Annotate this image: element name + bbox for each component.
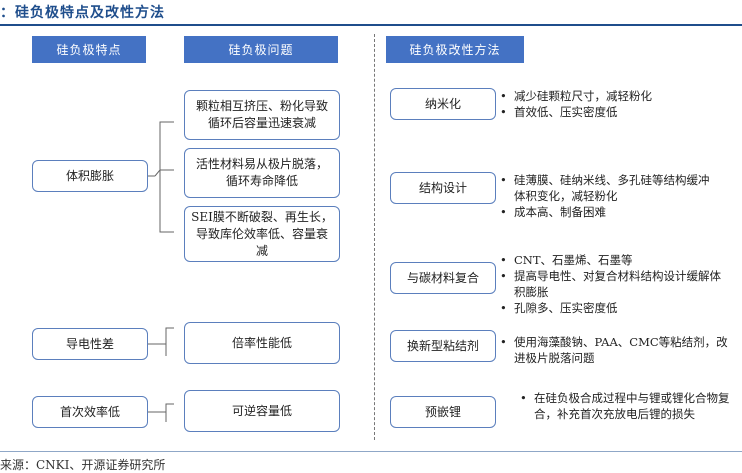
method-point: 提高导电性、对复合材料结构设计缓解体积膨胀 [500,268,732,300]
method-point: CNT、石墨烯、石墨等 [500,252,732,268]
method-structure-design: 结构设计 [390,172,496,204]
method-new-binder: 换新型粘结剂 [390,330,496,362]
feature-low-initial-efficiency: 首次效率低 [32,396,148,428]
footer-rule [0,451,742,452]
method-prelithiation: 预嵌锂 [390,396,496,428]
source-note: 来源：CNKI、开源证券研究所 [0,458,166,472]
problem-pulverization: 颗粒相互挤压、粉化导致循环后容量迅速衰减 [184,90,340,140]
problem-reversible-capacity: 可逆容量低 [184,390,340,432]
method-nanosizing: 纳米化 [390,88,496,120]
bracket-conductivity [148,327,174,356]
feature-volume-expansion: 体积膨胀 [32,160,148,192]
bracket-efficiency [148,403,174,422]
problem-material-detachment: 活性材料易从极片脱落，循环寿命降低 [184,148,340,198]
method-structure-design-points: 硅薄膜、硅纳米线、多孔硅等结构缓冲体积变化，减轻粉化 成本高、制备困难 [500,172,718,220]
method-new-binder-points: 使用海藻酸钠、PAA、CMC等粘结剂，改进极片脱落问题 [500,334,728,366]
method-prelithiation-points: 在硅负极合成过程中与锂或锂化合物复合，补充首次充放电后锂的损失 [520,390,732,422]
method-point: 硅薄膜、硅纳米线、多孔硅等结构缓冲体积变化，减轻粉化 [500,172,718,204]
problem-rate-performance: 倍率性能低 [184,322,340,364]
method-point: 使用海藻酸钠、PAA、CMC等粘结剂，改进极片脱落问题 [500,334,728,366]
header-methods: 硅负极改性方法 [386,36,524,63]
method-carbon-composite-points: CNT、石墨烯、石墨等 提高导电性、对复合材料结构设计缓解体积膨胀 孔隙多、压实… [500,252,732,316]
header-problems: 硅负极问题 [184,36,338,63]
feature-poor-conductivity: 导电性差 [32,328,148,360]
header-features: 硅负极特点 [32,36,146,63]
column-separator [374,34,375,440]
method-point: 减少硅颗粒尺寸，减轻粉化 [500,88,730,104]
method-point: 首效低、压实密度低 [500,104,730,120]
problem-sei-film: SEI膜不断破裂、再生长，导致库伦效率低、容量衰减 [184,206,340,262]
method-point: 成本高、制备困难 [500,204,718,220]
method-carbon-composite: 与碳材料复合 [390,262,496,294]
method-point: 孔隙多、压实密度低 [500,300,732,316]
bracket-volume-expansion [148,121,174,233]
figure-title: ：硅负极特点及改性方法 [0,5,165,21]
title-underline [0,24,742,26]
method-nanosizing-points: 减少硅颗粒尺寸，减轻粉化 首效低、压实密度低 [500,88,730,120]
method-point: 在硅负极合成过程中与锂或锂化合物复合，补充首次充放电后锂的损失 [520,390,732,422]
